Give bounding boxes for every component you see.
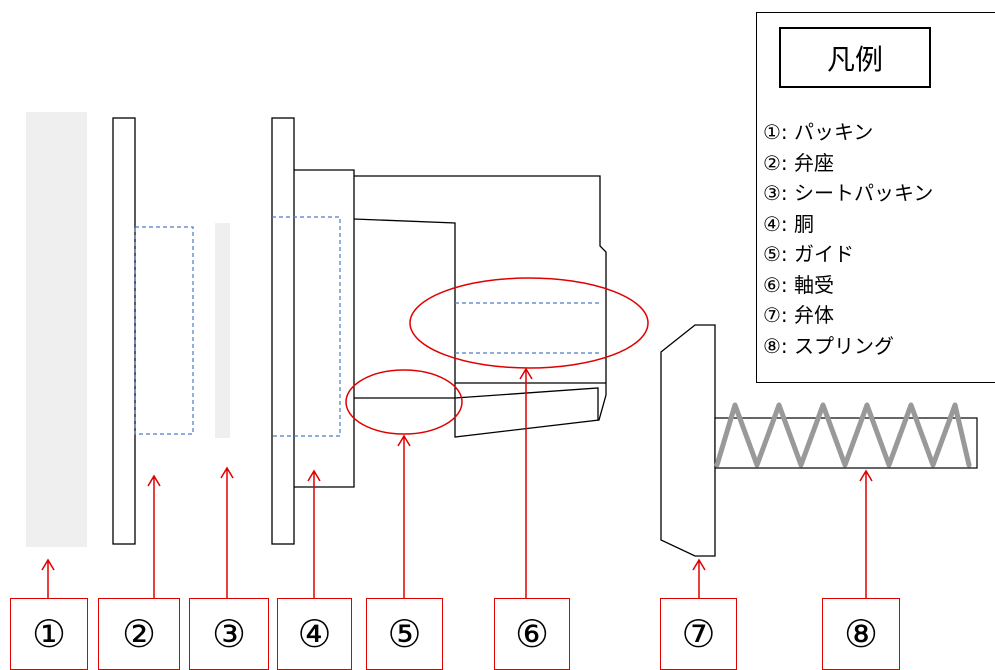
legend-item: ④: 胴 [763, 211, 815, 236]
label-body: ④ [277, 598, 352, 670]
part-valve-disc [660, 324, 716, 557]
body-hidden-line [272, 216, 341, 437]
part-guide [354, 387, 599, 420]
part-packing [26, 112, 87, 547]
callout-ellipse-guide [345, 369, 463, 435]
valve-seat-hidden-line [134, 226, 194, 435]
legend-title: 凡例 [779, 27, 931, 88]
callout-ellipse-bearing [409, 277, 649, 369]
part-spring [714, 402, 972, 468]
legend-item: ⑧: スプリング [763, 333, 895, 358]
label-valve-seat: ② [98, 598, 180, 670]
part-seat-packing [215, 223, 230, 438]
legend-list: ①: パッキン ②: 弁座 ③: シートパッキン ④: 胴 ⑤: ガイド ⑥: … [763, 117, 933, 361]
legend-item: ③: シートパッキン [763, 181, 934, 205]
label-valve-disc: ⑦ [660, 598, 737, 670]
label-spring: ⑧ [822, 598, 900, 670]
label-packing: ① [10, 598, 88, 670]
legend-box: 凡例 ①: パッキン ②: 弁座 ③: シートパッキン ④: 胴 ⑤: ガイド … [756, 12, 995, 383]
label-bearing: ⑥ [494, 598, 570, 670]
part-guide-housing [353, 175, 607, 438]
label-guide: ⑤ [366, 598, 443, 670]
pointer-arrows [41, 367, 873, 598]
legend-item: ⑥: 軸受 [763, 272, 835, 297]
label-seat-packing: ③ [189, 598, 269, 670]
part-body [294, 169, 355, 488]
part-body-flange [271, 117, 295, 545]
legend-item: ⑦: 弁体 [763, 303, 835, 327]
legend-item: ⑤: ガイド [763, 242, 855, 266]
legend-item: ①: パッキン [763, 120, 874, 144]
legend-item: ②: 弁座 [763, 150, 835, 175]
part-valve-seat [112, 117, 136, 545]
